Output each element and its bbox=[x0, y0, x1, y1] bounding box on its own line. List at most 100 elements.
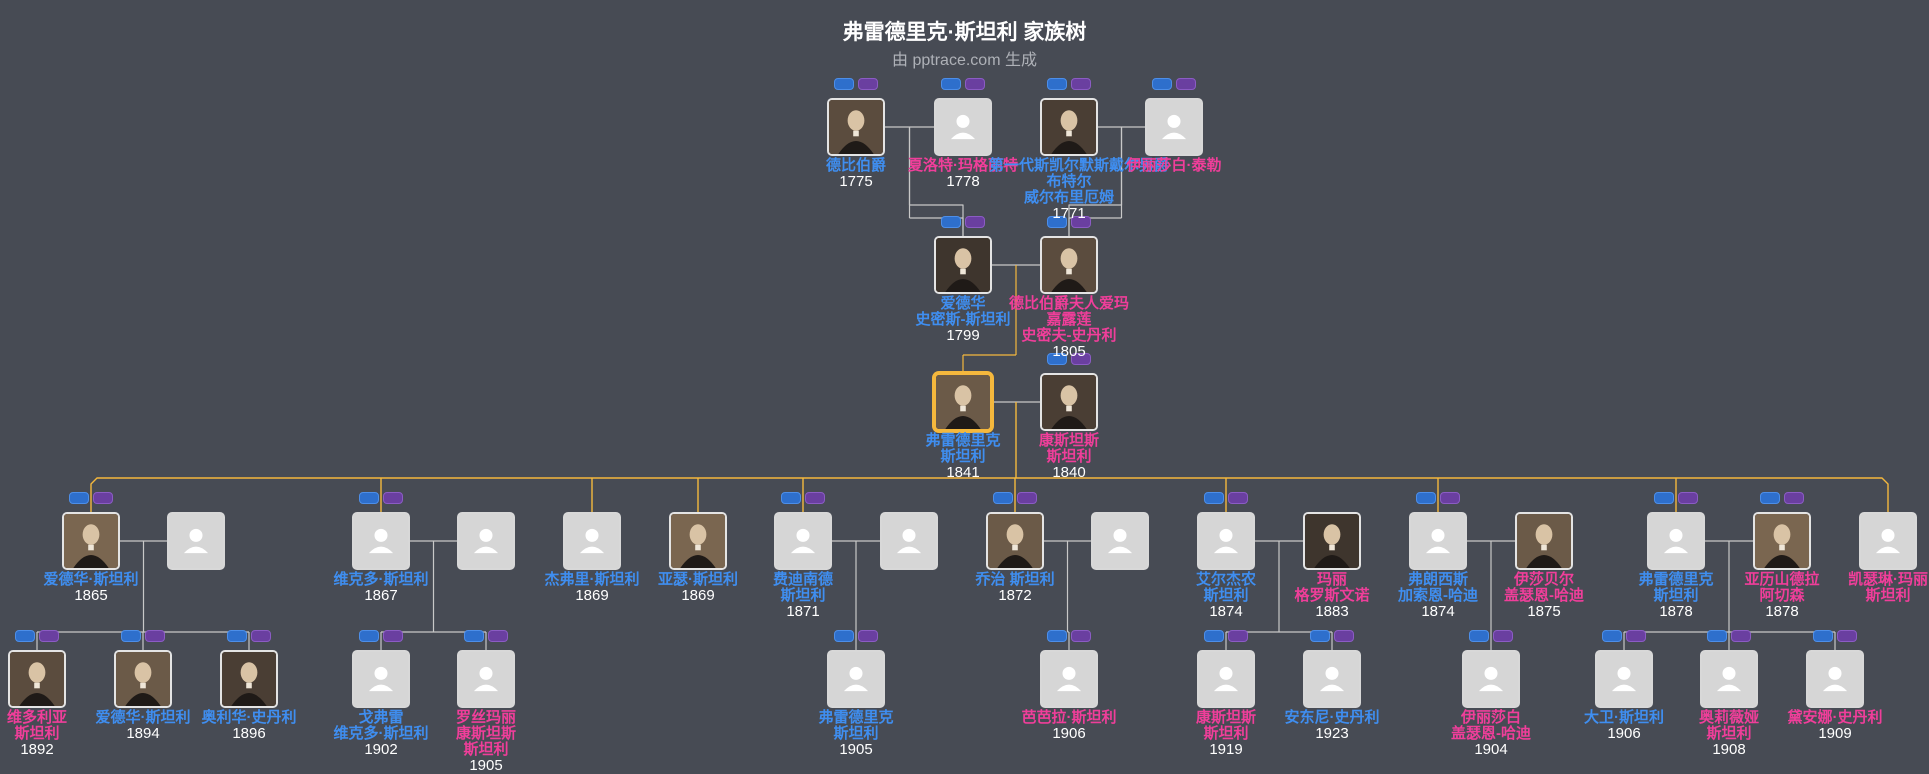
relation-toggle-blue[interactable] bbox=[1469, 630, 1489, 642]
relation-toggle-purple[interactable] bbox=[383, 492, 403, 504]
person-avatar[interactable] bbox=[1700, 650, 1758, 708]
person-photo[interactable] bbox=[1753, 512, 1811, 570]
person-avatar[interactable] bbox=[167, 512, 225, 570]
person-avatar[interactable] bbox=[1859, 512, 1917, 570]
relation-toggle-blue[interactable] bbox=[1047, 78, 1067, 90]
relation-toggle-blue[interactable] bbox=[1204, 630, 1224, 642]
relation-toggle-blue[interactable] bbox=[1813, 630, 1833, 642]
person-avatar[interactable] bbox=[774, 512, 832, 570]
relation-toggle-blue[interactable] bbox=[941, 216, 961, 228]
relation-toggle-purple[interactable] bbox=[93, 492, 113, 504]
person-avatar[interactable] bbox=[1303, 650, 1361, 708]
relation-toggle-blue[interactable] bbox=[941, 78, 961, 90]
person-avatar[interactable] bbox=[563, 512, 621, 570]
portrait-photo-icon bbox=[671, 514, 725, 568]
person-avatar[interactable] bbox=[1409, 512, 1467, 570]
relation-toggle-blue[interactable] bbox=[993, 492, 1013, 504]
person-photo[interactable] bbox=[1040, 98, 1098, 156]
relation-toggle-blue[interactable] bbox=[121, 630, 141, 642]
relation-toggle-purple[interactable] bbox=[805, 492, 825, 504]
person-name: 亚瑟·斯坦利 bbox=[658, 571, 738, 588]
person-avatar[interactable] bbox=[1647, 512, 1705, 570]
person-avatar[interactable] bbox=[827, 650, 885, 708]
relation-toggle-blue[interactable] bbox=[227, 630, 247, 642]
relation-toggle-purple[interactable] bbox=[1071, 353, 1091, 365]
relation-toggle-blue[interactable] bbox=[1602, 630, 1622, 642]
relation-toggle-blue[interactable] bbox=[1047, 353, 1067, 365]
person-avatar[interactable] bbox=[352, 512, 410, 570]
relation-toggle-blue[interactable] bbox=[1047, 630, 1067, 642]
relation-toggle-blue[interactable] bbox=[1047, 216, 1067, 228]
person-photo[interactable] bbox=[220, 650, 278, 708]
relation-toggle-blue[interactable] bbox=[1416, 492, 1436, 504]
person-avatar[interactable] bbox=[1145, 98, 1203, 156]
relation-toggle-blue[interactable] bbox=[834, 630, 854, 642]
person-photo[interactable] bbox=[986, 512, 1044, 570]
person-photo[interactable] bbox=[934, 373, 992, 431]
relation-toggle-purple[interactable] bbox=[1784, 492, 1804, 504]
relation-toggle-purple[interactable] bbox=[1228, 492, 1248, 504]
person-birth-year: 1909 bbox=[1818, 725, 1852, 742]
relation-toggle-blue[interactable] bbox=[69, 492, 89, 504]
person-photo[interactable] bbox=[62, 512, 120, 570]
relation-toggle-purple[interactable] bbox=[1493, 630, 1513, 642]
person-avatar[interactable] bbox=[1091, 512, 1149, 570]
relation-toggle-purple[interactable] bbox=[1071, 78, 1091, 90]
person-avatar[interactable] bbox=[1462, 650, 1520, 708]
relation-toggle-purple[interactable] bbox=[965, 216, 985, 228]
relation-toggle-blue[interactable] bbox=[359, 630, 379, 642]
relation-toggle-blue[interactable] bbox=[1310, 630, 1330, 642]
relation-toggle-blue[interactable] bbox=[781, 492, 801, 504]
person-photo[interactable] bbox=[1515, 512, 1573, 570]
relation-toggle-purple[interactable] bbox=[1176, 78, 1196, 90]
person-name: 斯坦利 bbox=[780, 587, 826, 604]
relation-toggle-blue[interactable] bbox=[1204, 492, 1224, 504]
relation-toggle-purple[interactable] bbox=[145, 630, 165, 642]
relation-toggle-purple[interactable] bbox=[1334, 630, 1354, 642]
person-photo[interactable] bbox=[1303, 512, 1361, 570]
person-avatar[interactable] bbox=[1040, 650, 1098, 708]
person-photo[interactable] bbox=[114, 650, 172, 708]
relation-toggle-purple[interactable] bbox=[1678, 492, 1698, 504]
person-avatar[interactable] bbox=[352, 650, 410, 708]
relation-toggle-purple[interactable] bbox=[858, 78, 878, 90]
person-avatar[interactable] bbox=[1806, 650, 1864, 708]
relation-toggle-purple[interactable] bbox=[1071, 216, 1091, 228]
person-photo[interactable] bbox=[1040, 373, 1098, 431]
person-avatar[interactable] bbox=[1197, 650, 1255, 708]
relation-toggle-blue[interactable] bbox=[15, 630, 35, 642]
relation-toggle-purple[interactable] bbox=[39, 630, 59, 642]
relation-toggle-purple[interactable] bbox=[858, 630, 878, 642]
relation-toggle-purple[interactable] bbox=[251, 630, 271, 642]
relation-toggle-purple[interactable] bbox=[1071, 630, 1091, 642]
person-avatar[interactable] bbox=[880, 512, 938, 570]
relation-toggle-blue[interactable] bbox=[1707, 630, 1727, 642]
person-avatar[interactable] bbox=[457, 650, 515, 708]
relation-toggle-purple[interactable] bbox=[1837, 630, 1857, 642]
relation-toggle-blue[interactable] bbox=[1152, 78, 1172, 90]
person-avatar[interactable] bbox=[1197, 512, 1255, 570]
person-birth-year: 1871 bbox=[786, 603, 820, 620]
relation-toggle-purple[interactable] bbox=[488, 630, 508, 642]
relation-toggle-blue[interactable] bbox=[834, 78, 854, 90]
relation-toggle-blue[interactable] bbox=[359, 492, 379, 504]
relation-toggle-purple[interactable] bbox=[1228, 630, 1248, 642]
relation-toggle-blue[interactable] bbox=[1654, 492, 1674, 504]
relation-toggle-purple[interactable] bbox=[1626, 630, 1646, 642]
person-avatar[interactable] bbox=[457, 512, 515, 570]
person-photo[interactable] bbox=[1040, 236, 1098, 294]
person-photo[interactable] bbox=[8, 650, 66, 708]
person-photo[interactable] bbox=[669, 512, 727, 570]
person-photo[interactable] bbox=[827, 98, 885, 156]
relation-toggle-purple[interactable] bbox=[1017, 492, 1037, 504]
relation-toggle-purple[interactable] bbox=[1731, 630, 1751, 642]
relation-toggle-blue[interactable] bbox=[464, 630, 484, 642]
person-photo[interactable] bbox=[934, 236, 992, 294]
relation-toggle-purple[interactable] bbox=[965, 78, 985, 90]
person-avatar[interactable] bbox=[934, 98, 992, 156]
relation-toggle-blue[interactable] bbox=[1760, 492, 1780, 504]
relation-toggle-purple[interactable] bbox=[383, 630, 403, 642]
person-name: 康斯坦斯 bbox=[455, 725, 516, 742]
person-avatar[interactable] bbox=[1595, 650, 1653, 708]
relation-toggle-purple[interactable] bbox=[1440, 492, 1460, 504]
